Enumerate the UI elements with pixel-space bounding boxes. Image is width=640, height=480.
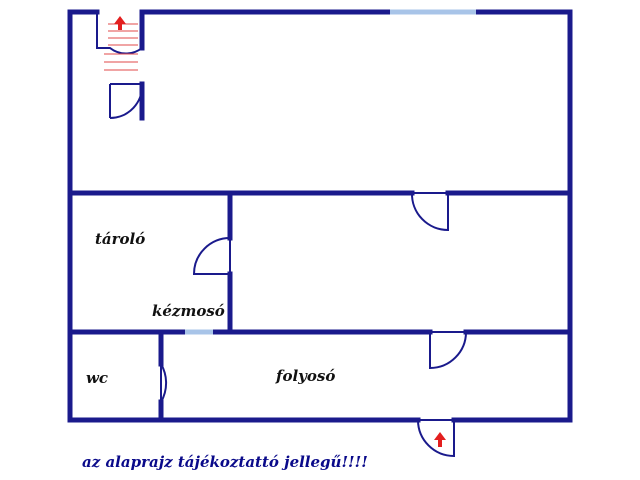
entrance-arrow-icon <box>434 432 446 447</box>
disclaimer-note: az alaprajz tájékoztattó jellegű!!!! <box>82 453 368 471</box>
stair-landing-outline <box>96 12 143 55</box>
stair-up-arrow-icon <box>114 16 126 30</box>
outer-walls <box>67 9 573 423</box>
room-label-washbasin: kézmosó <box>152 302 225 320</box>
door-storage <box>192 237 231 275</box>
room-label-storage: tároló <box>95 230 145 248</box>
room-labels: tároló kézmosó wc folyosó <box>86 230 335 387</box>
door-stair <box>109 83 144 120</box>
door-hallway-room <box>429 331 468 370</box>
windows <box>185 9 476 335</box>
staircase <box>96 12 143 71</box>
doors <box>109 83 468 458</box>
interior-walls <box>67 9 573 423</box>
door-room-upper <box>410 192 449 232</box>
door-wc <box>160 363 168 403</box>
room-label-wc: wc <box>86 369 108 387</box>
door-entrance <box>417 419 455 458</box>
room-label-hallway: folyosó <box>275 367 335 385</box>
